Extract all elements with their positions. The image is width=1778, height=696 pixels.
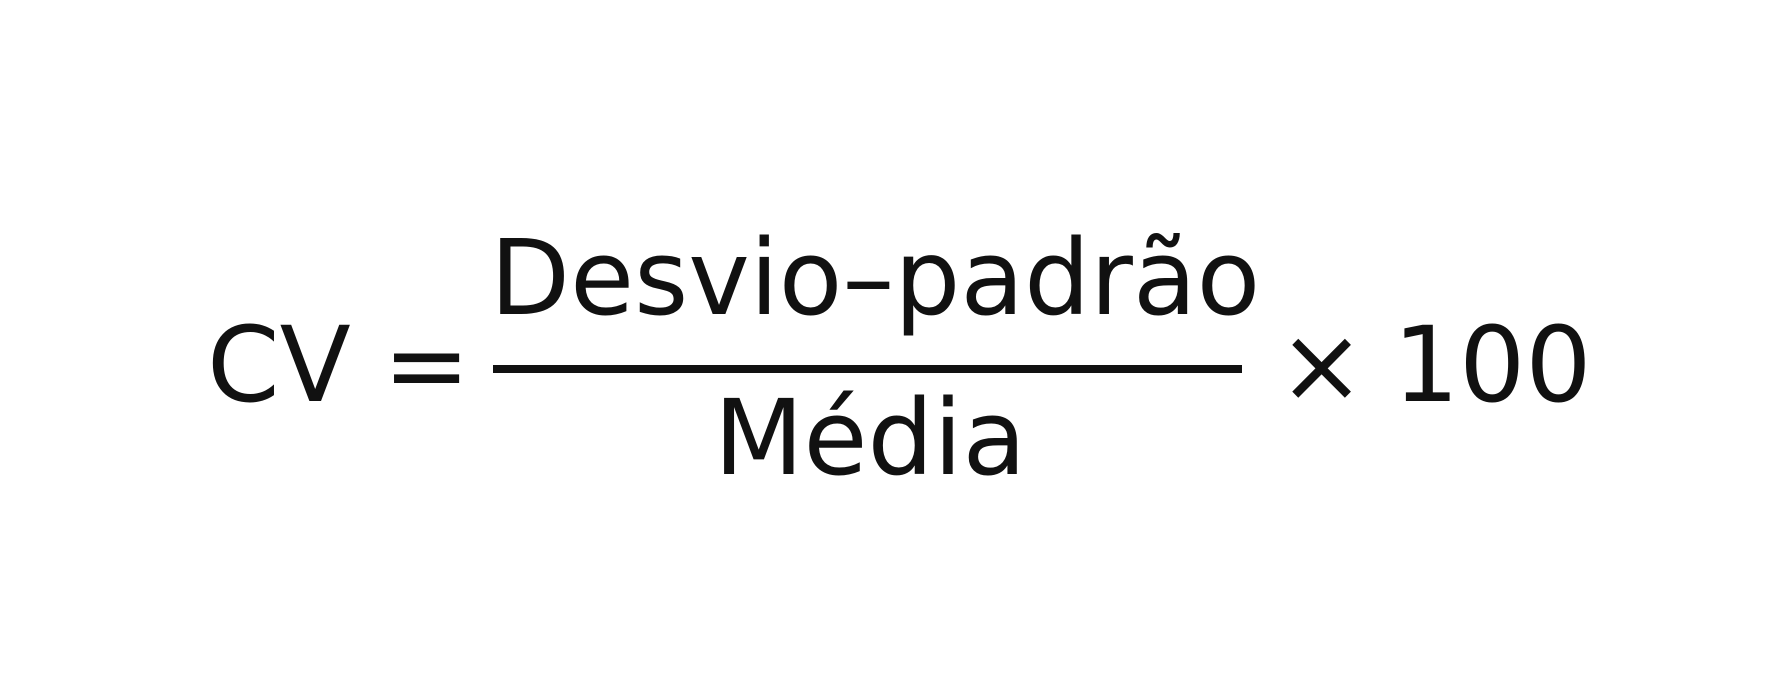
fraction-numerator: Desvio–padrão [490,217,1261,339]
multiply-sign: × [1278,304,1366,426]
equals-sign: = [383,304,471,426]
formula-lhs: CV [207,304,351,426]
multiplier-value: 100 [1393,304,1592,426]
fraction-bar [493,365,1242,373]
fraction-denominator: Média [713,377,1027,499]
